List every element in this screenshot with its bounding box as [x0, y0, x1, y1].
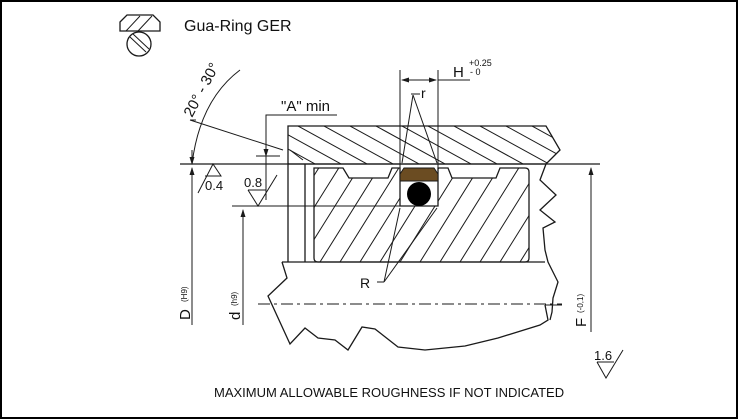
housing-hatch-line	[288, 126, 353, 164]
roughness-general: 1.6	[594, 348, 612, 363]
title: Gua-Ring GER	[184, 18, 292, 35]
radius-R-leader: R	[360, 207, 438, 291]
o-ring	[407, 182, 431, 206]
label-D-tol: (H9)	[180, 286, 189, 302]
dimension-d: d (h9)	[227, 209, 246, 325]
dimension-A-min: "A" min	[256, 98, 337, 200]
shaft-break	[267, 261, 549, 351]
dimension-F: F (-0,1)	[545, 167, 594, 332]
label-angle: 20° - 30°	[181, 60, 224, 120]
label-R: R	[360, 275, 370, 291]
roughness-groove: 0.8	[244, 175, 262, 190]
label-A-min: "A" min	[281, 98, 330, 115]
housing	[287, 125, 561, 165]
housing-hatch-line	[349, 126, 431, 164]
piston-hatch-line	[339, 168, 401, 262]
piston-hatch-line	[499, 168, 529, 262]
housing-hatch-line	[288, 126, 327, 164]
roughness-bore: 0.4	[205, 178, 223, 193]
housing-hatch-line	[323, 126, 405, 164]
label-d: d	[227, 312, 244, 320]
chamfer-angle: 20° - 30°	[181, 60, 284, 165]
dimension-H: H +0.25 - 0	[399, 58, 492, 164]
housing-hatch-line	[531, 126, 560, 164]
housing-hatch-line	[375, 126, 457, 164]
piston-hatch-line	[560, 166, 620, 262]
gua-ring-profile-icon	[119, 14, 161, 57]
roughness-symbol-0-8: 0.8	[244, 174, 278, 207]
housing-hatch-line	[453, 126, 535, 164]
piston-hatch-line	[459, 168, 521, 262]
piston-hatch-line	[314, 168, 361, 262]
piston-hatch-line	[314, 168, 341, 262]
housing-hatch-line	[505, 126, 560, 164]
piston-hatch-line	[419, 168, 481, 262]
label-H-tol-lower: - 0	[470, 67, 481, 77]
label-D: D	[177, 309, 194, 320]
piston	[282, 164, 620, 263]
label-r: r	[421, 85, 426, 101]
break-line-right	[539, 163, 559, 321]
housing-hatch-line	[427, 126, 509, 164]
radius-r-leader: r	[401, 85, 438, 164]
label-d-tol: (h9)	[230, 291, 239, 306]
label-F: F	[573, 318, 590, 327]
roughness-symbol-0-4: 0.4	[197, 163, 223, 194]
label-F-tol: (-0,1)	[576, 294, 585, 313]
dimension-D: D (H9)	[177, 167, 195, 325]
gua-ring	[399, 167, 439, 182]
piston-hatch-line	[439, 168, 501, 262]
roughness-symbol-general: 1.6	[594, 348, 624, 379]
seal-assembly	[399, 163, 439, 207]
piston-hatch-line	[479, 168, 529, 262]
footer-note: MAXIMUM ALLOWABLE ROUGHNESS IF NOT INDIC…	[214, 385, 564, 400]
housing-hatch-line	[297, 126, 379, 164]
housing-hatch-line	[401, 126, 483, 164]
label-H: H	[453, 64, 464, 81]
piston-hatch-line	[319, 168, 381, 262]
label-H-tol-upper: +0.25	[469, 58, 492, 68]
piston-hatch-line	[314, 168, 321, 262]
